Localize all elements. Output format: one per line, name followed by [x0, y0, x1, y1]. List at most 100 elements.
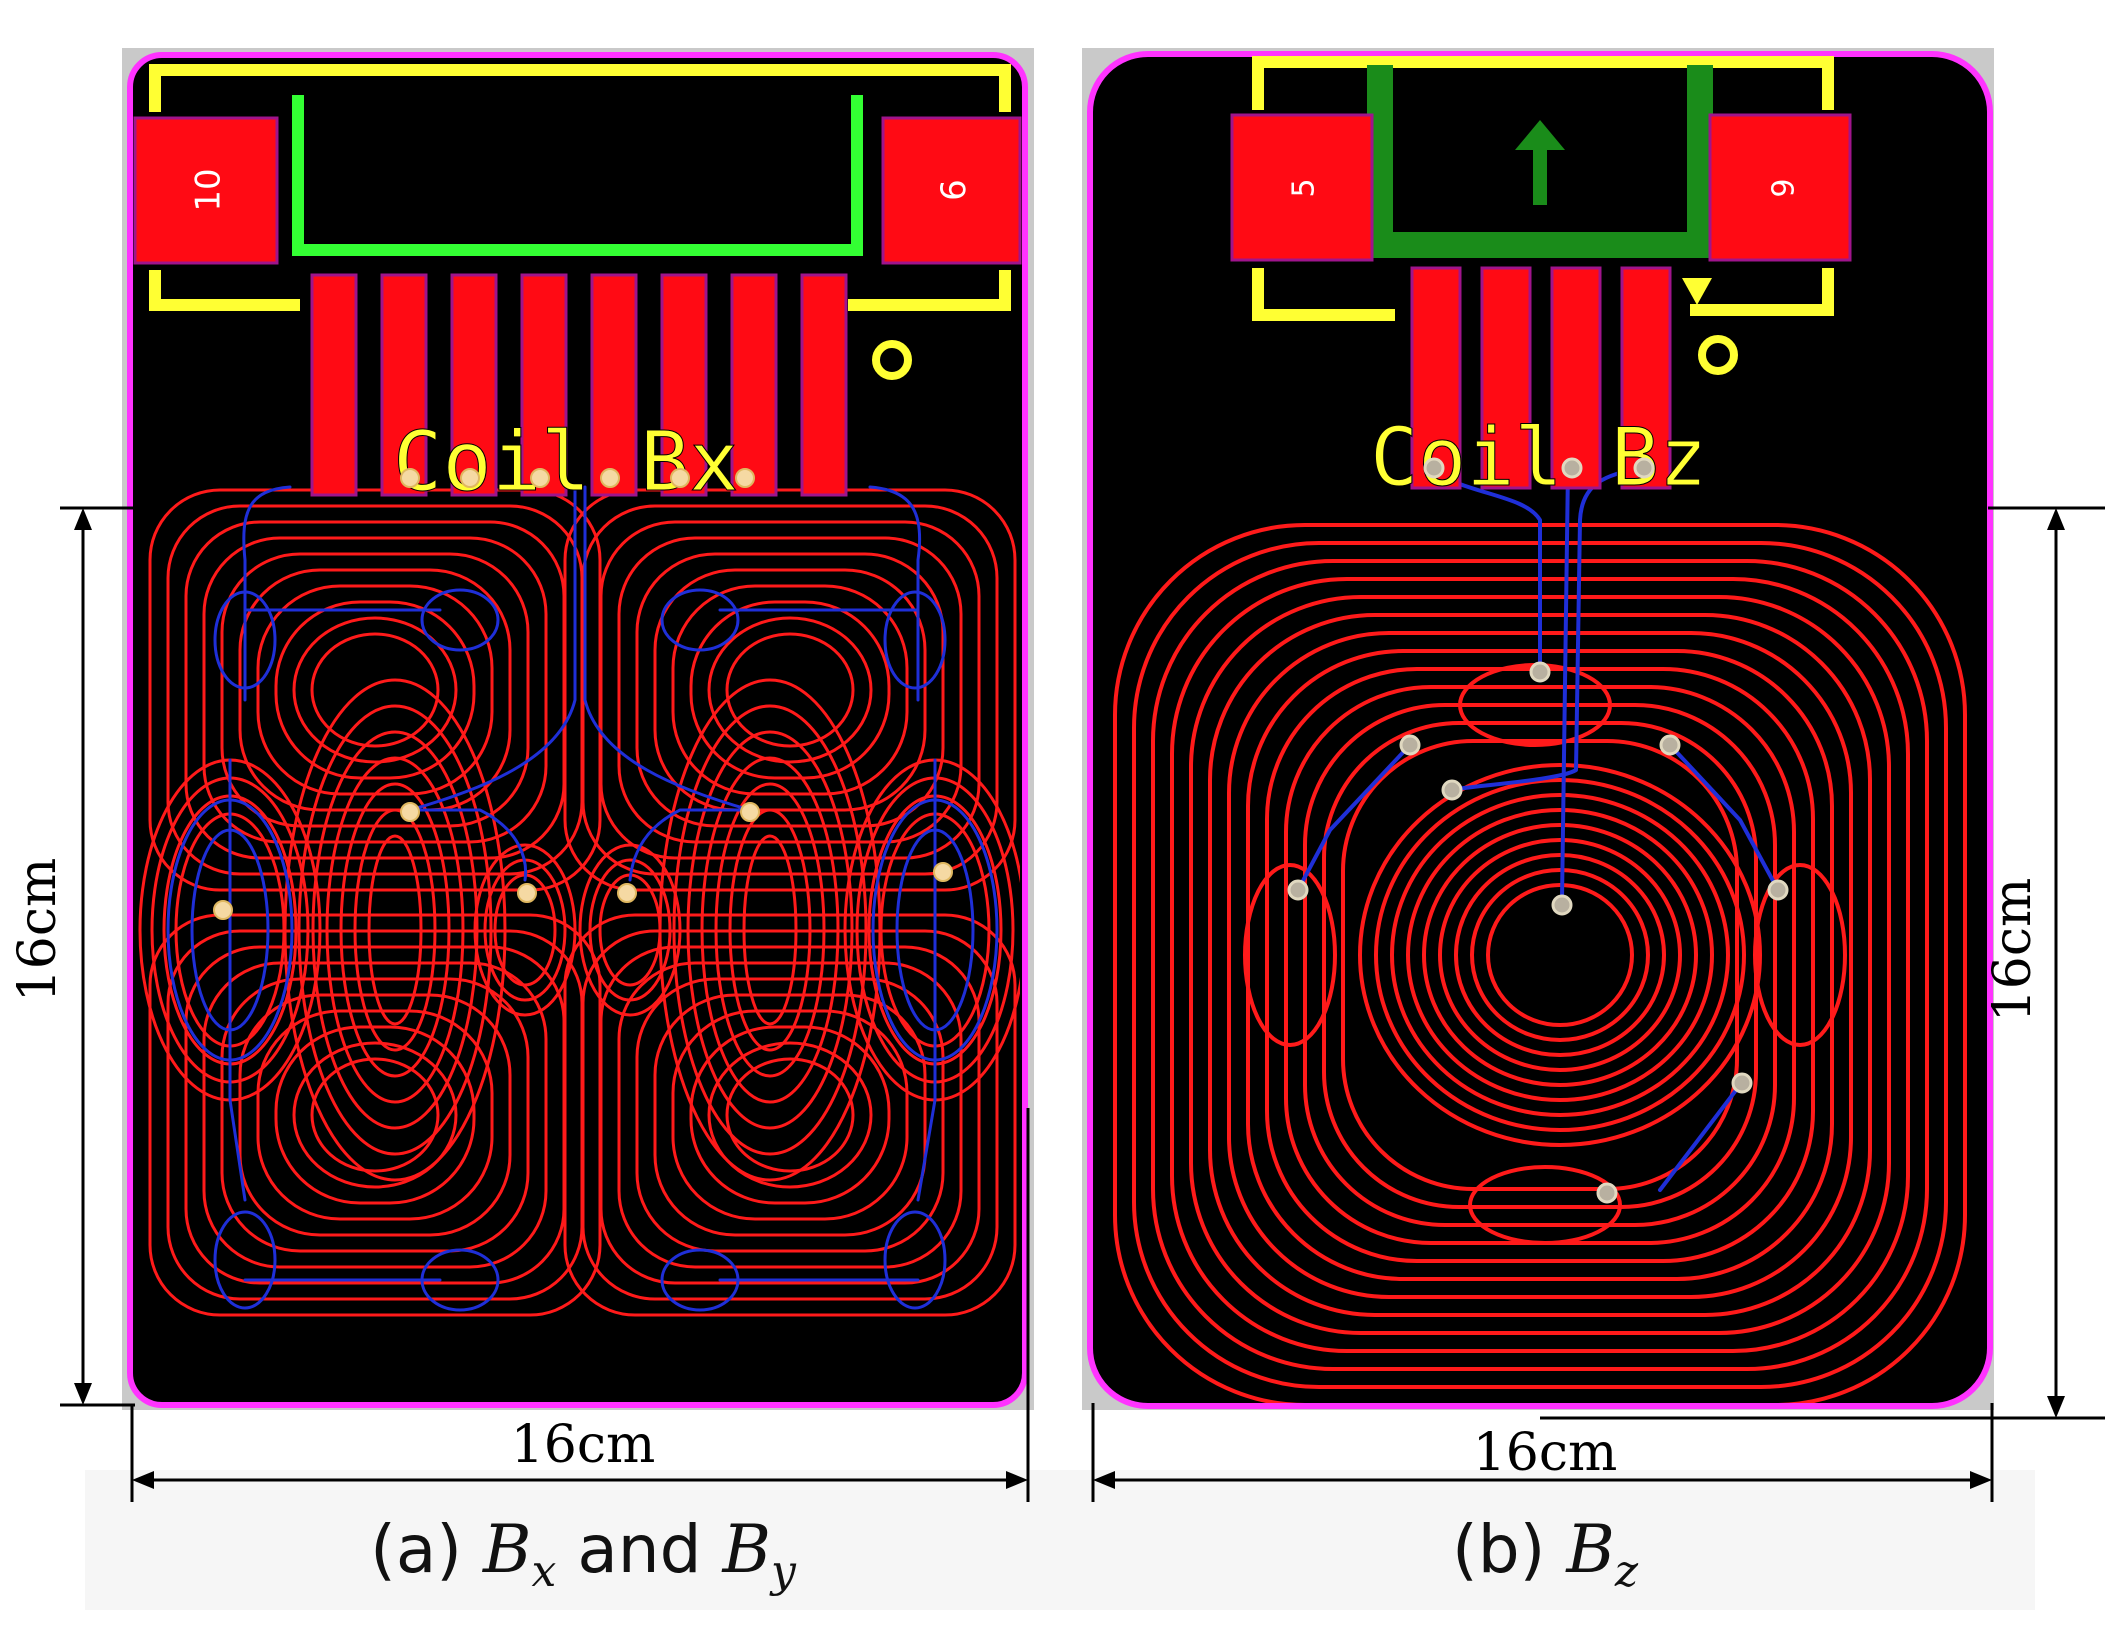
- connector-pin-b-4: [1620, 266, 1672, 490]
- connector-silkscreen-left-b: [1252, 268, 1395, 321]
- coil-loop-a-q0-8: [292, 616, 458, 764]
- pin1-marker-b: [1698, 335, 1738, 375]
- coil-loop-a-q3-3: [617, 961, 963, 1269]
- caption-b: (b) Bz: [1452, 1511, 1639, 1597]
- coil-inner-b-3: [1406, 808, 1714, 1102]
- coil-center-a-1-5: [728, 808, 812, 1052]
- via-b-7: [1287, 879, 1309, 901]
- coil-loop-a-q3-7: [689, 1025, 891, 1205]
- dim-label-horizontal-a: 16cm: [511, 1415, 656, 1475]
- bottom-lobe-b: [1468, 1165, 1622, 1245]
- teardrop-a-0: [420, 588, 500, 652]
- coil-loop-a-q0-7: [274, 600, 476, 780]
- via-a-1: [460, 468, 480, 488]
- via-a-9: [617, 883, 637, 903]
- blue-trace-a-9: [583, 485, 752, 812]
- via-a-5: [735, 468, 755, 488]
- coil-loop-a-q3-6: [671, 1009, 909, 1221]
- coil-loop-a-q0-3: [202, 536, 548, 844]
- connector-pins-a: [310, 273, 848, 497]
- via-a-10: [213, 900, 233, 920]
- pad-9: 9: [881, 116, 1022, 265]
- svg-text:5: 5: [1287, 178, 1322, 197]
- blue-trace-b-4: [1668, 743, 1780, 892]
- via-a-3: [600, 468, 620, 488]
- coil-label-a: Coil Bx: [393, 415, 739, 510]
- via-a-4: [670, 468, 690, 488]
- coil-loop-a-q1-3: [617, 536, 963, 844]
- blue-trace-b-5: [1658, 1083, 1742, 1192]
- vias-a: [213, 468, 953, 920]
- coil-center-a-0-2: [311, 730, 479, 1130]
- coil-inner-b-5: [1438, 838, 1682, 1072]
- connector-pin-b-3: [1550, 266, 1602, 490]
- via-a-7: [740, 802, 760, 822]
- connector-pin-a-8: [800, 273, 848, 497]
- coil-inner-b-8: [1486, 883, 1634, 1027]
- coil-inner-a-1-1: [588, 858, 672, 1002]
- coil-loop-a-q3-2: [599, 945, 981, 1285]
- coil-outer-b-12: [1341, 739, 1739, 1191]
- coil-inner-b-2: [1390, 793, 1730, 1117]
- blue-trace-a-10: [408, 808, 528, 882]
- caption-a: (a) Bx and By: [370, 1511, 797, 1597]
- coil-loop-a-q1-8: [707, 616, 873, 764]
- connector-pin-a-4: [520, 273, 568, 497]
- via-b-1: [1561, 457, 1583, 479]
- blue-trace-a-6: [228, 758, 247, 1202]
- via-a-8: [517, 883, 537, 903]
- coil-label-b: Coil Bz: [1370, 411, 1707, 504]
- connector-silkscreen-top-b: [1252, 56, 1834, 110]
- connector-pin-a-2: [380, 273, 428, 497]
- blue-trace-a-11: [628, 808, 752, 882]
- side-lobe-b-0: [1243, 863, 1337, 1047]
- panel-a: 10 9 Coil Bx: [122, 48, 1034, 1410]
- via-b-9: [1551, 894, 1573, 916]
- via-b-8: [1767, 879, 1789, 901]
- svg-text:10: 10: [189, 168, 229, 211]
- svg-text:9: 9: [932, 179, 972, 201]
- coil-inner-b-1: [1374, 778, 1746, 1132]
- corner-loop-a-2: [213, 1210, 277, 1310]
- blue-trace-b-3: [1296, 743, 1412, 892]
- coil-loop-a-q2-8: [292, 1041, 458, 1189]
- svg-text:6: 6: [1764, 178, 1799, 197]
- side-lobe-b-1: [1753, 863, 1847, 1047]
- dimension-vertical-a: 16cm: [8, 506, 135, 1407]
- coil-center-a-1-1: [672, 704, 868, 1156]
- connector-silkscreen-left-a: [149, 270, 300, 311]
- coil-inner-b-4: [1422, 823, 1698, 1087]
- via-b-10: [1731, 1072, 1753, 1094]
- board-b-outline: [1087, 51, 1993, 1409]
- connector-outline-b: [1367, 65, 1713, 258]
- vias-b: [1287, 457, 1789, 1204]
- connector-pins-b: [1410, 266, 1672, 490]
- dim-label-horizontal-b: 16cm: [1473, 1423, 1618, 1483]
- via-b-11: [1596, 1182, 1618, 1204]
- coil-traces-a: [138, 485, 1020, 1317]
- connector-pin-a-1: [310, 273, 358, 497]
- blue-trace-a-8: [408, 485, 577, 812]
- coil-center-a-0-4: [339, 782, 451, 1078]
- coil-loop-a-q3-9: [725, 1057, 855, 1173]
- coil-loop-a-q3-1: [581, 929, 999, 1301]
- arrow-icon: [1515, 120, 1565, 205]
- panel-b: 5 6 Coil Bz: [1082, 48, 1994, 1410]
- blue-trace-a-0: [242, 485, 292, 702]
- connector-pin-a-6: [660, 273, 708, 497]
- corner-loop-a-3: [883, 1210, 947, 1310]
- via-a-6: [400, 802, 420, 822]
- connector-pin-b-2: [1480, 266, 1532, 490]
- connector-silkscreen-top-a: [149, 64, 1011, 112]
- coil-loop-a-q2-4: [220, 977, 530, 1253]
- connector-pin-a-5: [590, 273, 638, 497]
- coil-inner-a-0-0: [473, 843, 577, 1017]
- pin1-marker-a: [872, 340, 912, 380]
- coil-center-a-1-2: [686, 730, 854, 1130]
- coil-center-a-1-4: [714, 782, 826, 1078]
- coil-loop-a-q2-3: [202, 961, 548, 1269]
- via-a-2: [530, 468, 550, 488]
- dim-label-vertical-b: 16cm: [1983, 878, 2043, 1023]
- via-b-5: [1659, 734, 1681, 756]
- coil-traces-b: [1113, 466, 1967, 1403]
